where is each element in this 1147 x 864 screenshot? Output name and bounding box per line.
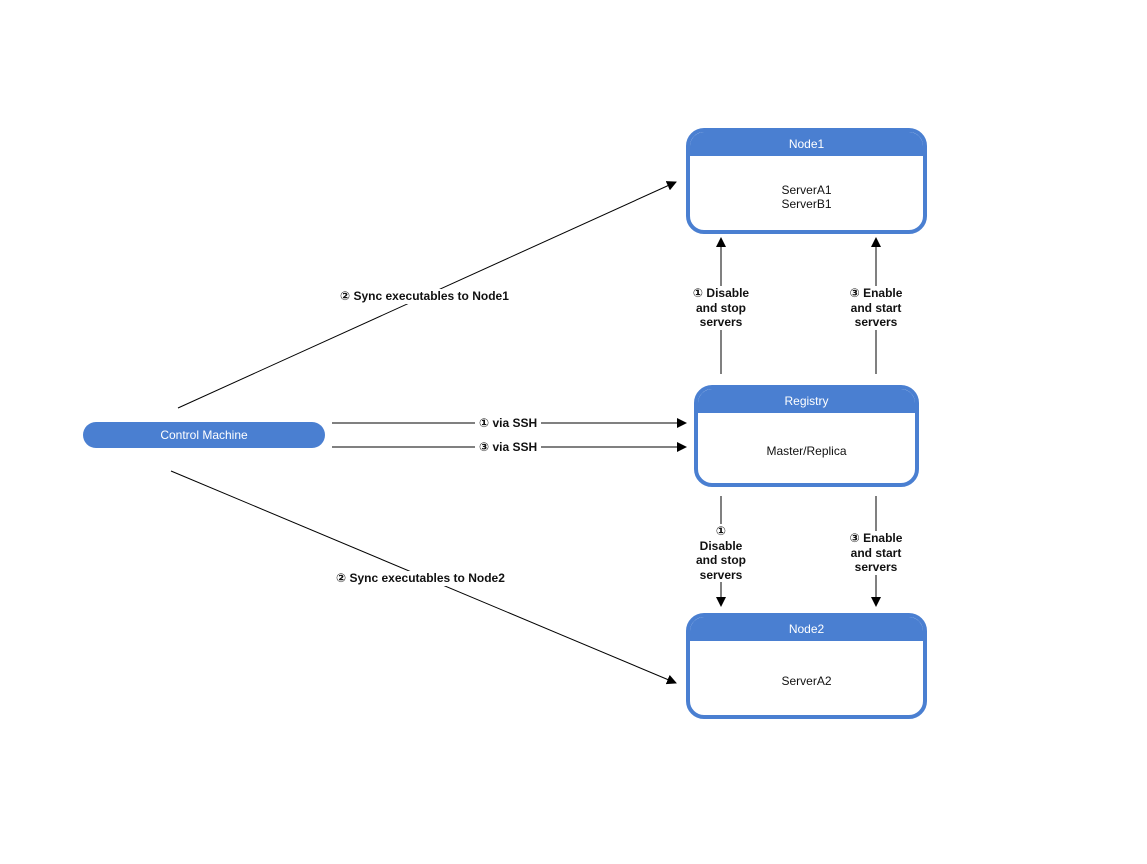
label-disable-node2-line2: Disable	[699, 538, 743, 553]
label-ssh-3: ③ via SSH	[475, 440, 542, 455]
label-disable-node2-line3: and stop	[696, 553, 746, 567]
label-disable-node2-line4: servers	[699, 567, 743, 582]
label-sync-node1: ② Sync executables to Node1	[340, 289, 509, 304]
label-enable-node2-line3: servers	[854, 560, 898, 574]
server-a1: ServerA1	[781, 183, 832, 197]
server-a2: ServerA2	[781, 674, 832, 688]
label-disable-node2-line1: ①	[715, 524, 727, 538]
control-machine[interactable]: Control Machine	[83, 422, 325, 448]
label-disable-node1-line1: ① Disable	[692, 286, 750, 300]
label-disable-node2: ① Disable and stop servers	[688, 524, 754, 582]
registry-box[interactable]: Registry Master/Replica	[694, 385, 919, 487]
label-sync-node2: ② Sync executables to Node2	[336, 571, 505, 586]
node1-title: Node1	[690, 132, 923, 156]
label-enable-node2-line1: ③ Enable	[849, 531, 903, 545]
label-enable-node1-line2: and start	[850, 300, 902, 315]
label-ssh-1: ① via SSH	[475, 416, 542, 431]
master-replica: Master/Replica	[766, 444, 847, 458]
label-disable-node1-line3: servers	[699, 315, 743, 329]
registry-role: Master/Replica	[698, 413, 915, 458]
label-enable-node1-line3: servers	[854, 315, 898, 329]
node2-title: Node2	[690, 617, 923, 641]
node1-servers: ServerA1 ServerB1	[690, 156, 923, 211]
node1-box[interactable]: Node1 ServerA1 ServerB1	[686, 128, 927, 234]
label-enable-node1-line1: ③ Enable	[849, 286, 903, 300]
label-enable-node2-line2: and start	[850, 545, 902, 560]
node2-box[interactable]: Node2 ServerA2	[686, 613, 927, 719]
registry-title: Registry	[698, 389, 915, 413]
label-disable-node1: ① Disable and stop servers	[688, 286, 754, 330]
label-disable-node1-line2: and stop	[696, 300, 746, 315]
server-b1: ServerB1	[781, 197, 832, 211]
node2-servers: ServerA2	[690, 641, 923, 688]
label-enable-node2: ③ Enable and start servers	[843, 531, 909, 575]
label-enable-node1: ③ Enable and start servers	[843, 286, 909, 330]
